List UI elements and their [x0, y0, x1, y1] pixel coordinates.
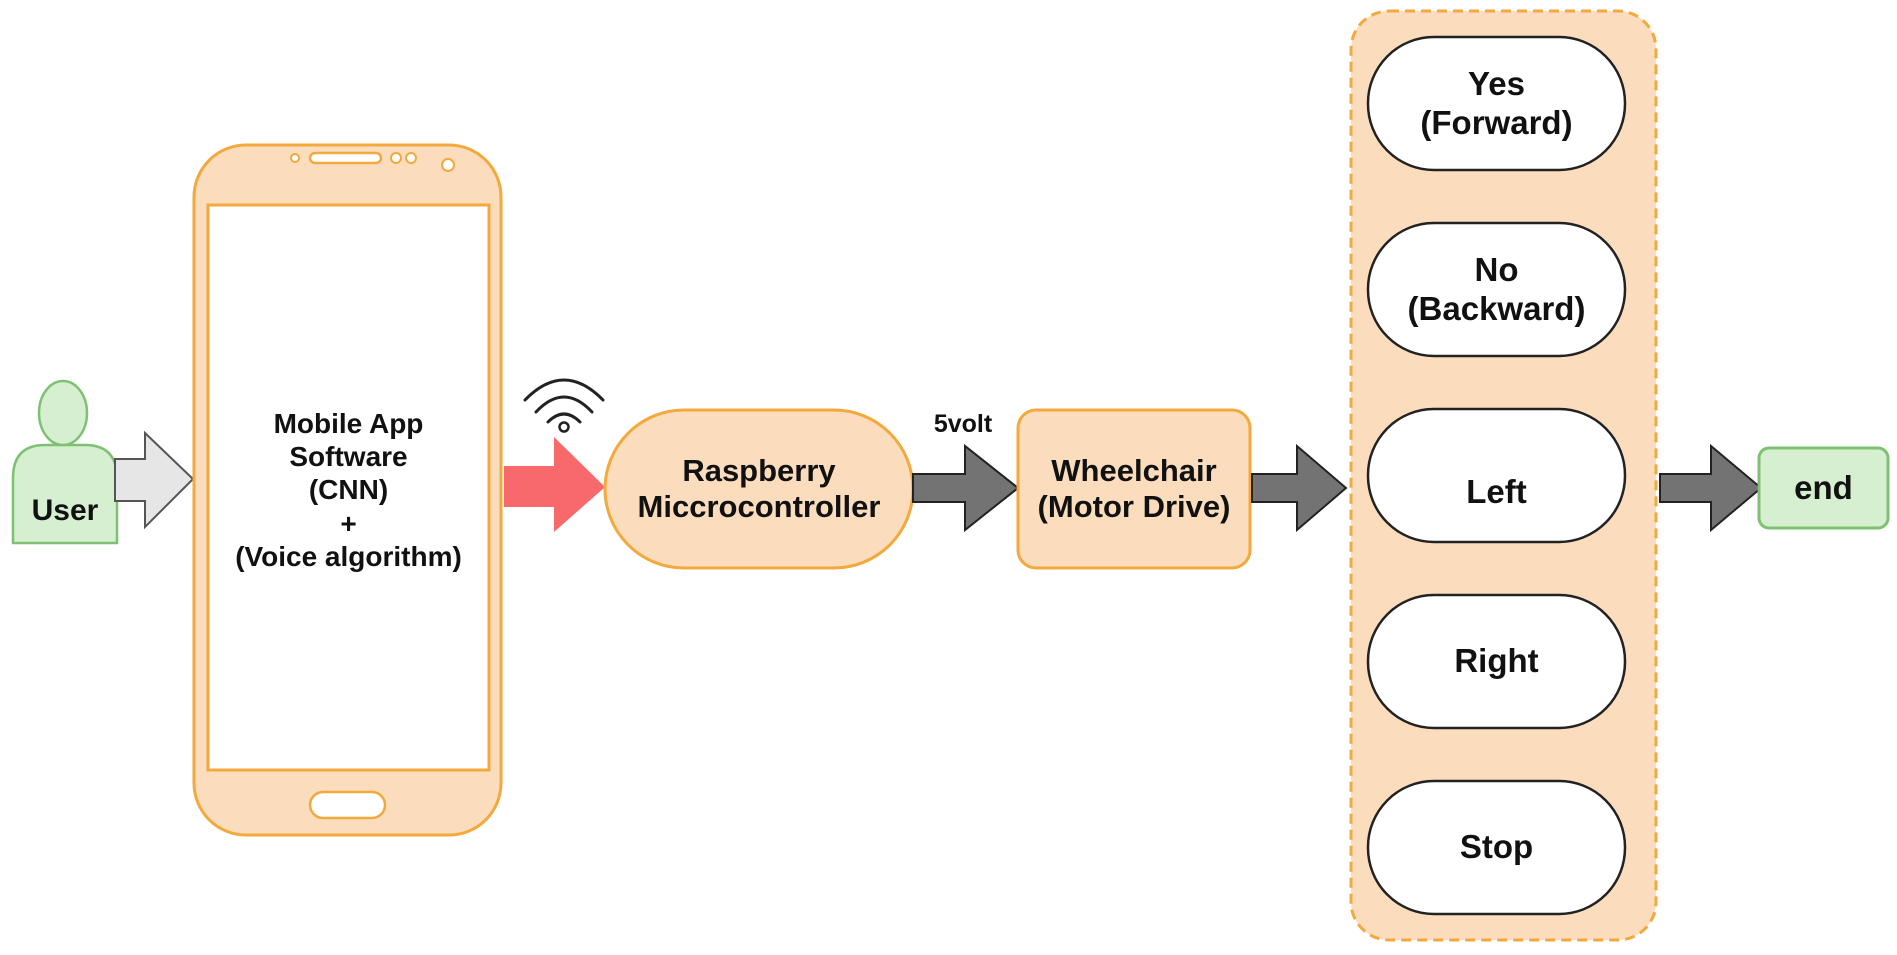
command-no-pill	[1366, 221, 1627, 358]
voltage-label: 5volt	[933, 410, 993, 438]
command-left-label: Left	[1466, 473, 1527, 511]
phone-screen-text: Mobile App Software (CNN) + (Voice algor…	[208, 380, 489, 600]
end-box	[1757, 446, 1890, 530]
controller-label-line-1: Raspberry	[682, 452, 836, 488]
motor-label-line-1: Wheelchair	[1051, 452, 1217, 488]
command-yes-line-1: Yes	[1468, 64, 1525, 102]
command-no-label: No (Backward)	[1368, 223, 1625, 356]
command-no-line-2: (Backward)	[1407, 289, 1586, 327]
arrow-motor-to-commands	[1251, 443, 1348, 533]
phone-text-line-2: Software	[289, 441, 408, 473]
command-stop-label: Stop	[1459, 828, 1534, 866]
command-no-line-1: No	[1474, 250, 1519, 288]
motor-drive-label: Wheelchair (Motor Drive)	[1018, 410, 1250, 568]
end-label: end	[1794, 468, 1853, 506]
phone-text-line-5: (Voice algorithm)	[235, 540, 462, 572]
command-yes-line-2: (Forward)	[1420, 103, 1573, 141]
motor-label-line-2: (Motor Drive)	[1037, 489, 1231, 524]
phone-text-line-1: Mobile App	[273, 408, 424, 440]
phone-speaker	[308, 151, 383, 165]
phone-text-line-4: +	[340, 507, 357, 539]
command-right-label: Right	[1454, 642, 1539, 680]
arrow-phone-to-controller	[504, 437, 605, 532]
wifi-icon	[523, 378, 605, 433]
command-yes-pill	[1366, 35, 1627, 172]
arrow-controller-to-motor	[912, 443, 1020, 533]
controller-label-line-2: Miccrocontroller	[637, 489, 881, 524]
user-label: User	[31, 494, 99, 527]
controller-label: Raspberry Miccrocontroller	[605, 410, 913, 568]
phone-text-line-3: (CNN)	[308, 474, 389, 506]
phone-home-button	[308, 790, 387, 820]
command-right-pill	[1366, 593, 1627, 730]
motor-drive-box	[1016, 408, 1252, 570]
phone-device	[192, 143, 503, 837]
arrow-commands-to-end	[1659, 443, 1763, 533]
command-stop-pill	[1366, 779, 1627, 916]
arrow-user-to-phone	[114, 430, 195, 530]
command-left-pill	[1366, 407, 1627, 544]
command-yes-label: Yes (Forward)	[1368, 37, 1625, 170]
person-icon	[11, 379, 119, 545]
